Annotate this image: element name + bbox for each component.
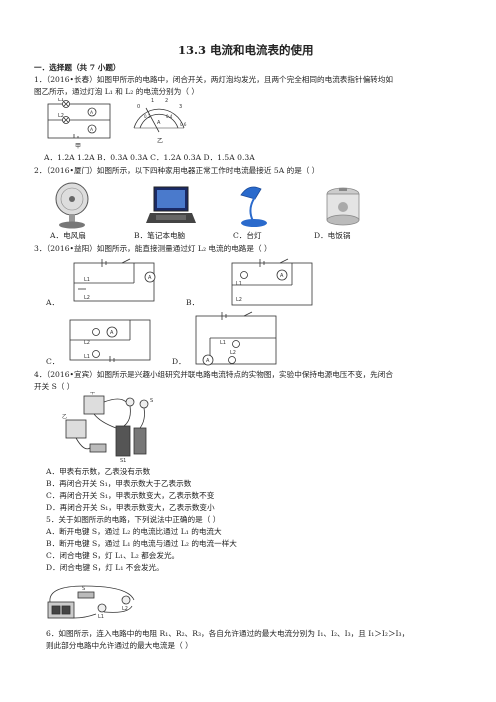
q3-label-a: A． — [46, 298, 60, 307]
q2-option-d: D．电饭锅 — [314, 231, 351, 240]
svg-text:0.6: 0.6 — [180, 122, 187, 127]
q5-option-b: B．断开电键 S，通过 L₁ 的电流与通过 L₂ 的电流一样大 — [46, 539, 237, 548]
svg-text:L2: L2 — [236, 297, 242, 303]
q4-option-a: A．甲表有示数，乙表没有示数 — [46, 467, 151, 476]
svg-text:2: 2 — [165, 98, 168, 104]
svg-text:甲: 甲 — [90, 392, 95, 396]
svg-text:1: 1 — [151, 98, 154, 104]
rice-cooker-image — [326, 187, 360, 226]
svg-text:L1: L1 — [84, 354, 90, 360]
page-title: 13.3 电流和电流表的使用 — [178, 43, 314, 57]
q6-stem-line1: 6．如图所示，连入电路中的电阻 R₁、R₂、R₃，各自允许通过的最大电流分别为 … — [46, 629, 410, 638]
q3-label-b: B． — [186, 298, 200, 307]
svg-text:乙: 乙 — [62, 413, 67, 420]
svg-text:0.4: 0.4 — [166, 114, 173, 119]
q4-stem-line1: 4．（2016•宜宾）如图所示是兴趣小组研究并联电路电流特点的实物图，实验中保持… — [34, 370, 393, 379]
q4-physical-circuit-diagram: 甲 乙 S S1 — [62, 392, 153, 464]
svg-text:A: A — [148, 275, 152, 281]
q3-circuit-c: A L2 L1 — [69, 319, 151, 362]
svg-text:L2: L2 — [58, 113, 64, 119]
q5-stem: 5．关于如图所示的电路，下列说法中正确的是（ ） — [46, 515, 221, 524]
q3-label-c: C． — [46, 357, 60, 366]
q3-label-d: D． — [172, 357, 186, 366]
q1-options: A．1.2A 1.2A B．0.3A 0.3A C．1.2A 0.3A D．1.… — [44, 153, 255, 162]
q3-circuit-b: A L1 L2 — [231, 258, 313, 306]
q3-circuit-a: A L1 L2 — [73, 258, 156, 302]
svg-text:L1: L1 — [84, 277, 90, 283]
svg-text:A: A — [90, 127, 94, 133]
q4-stem-line2: 开关 S（ ） — [34, 382, 75, 391]
svg-text:L1: L1 — [98, 614, 104, 620]
svg-text:A: A — [280, 273, 284, 279]
q4-option-c: C．再闭合开关 S₁，甲表示数变大，乙表示数不变 — [46, 491, 215, 500]
q3-stem: 3．（2016•益阳）如图所示，能直接测量通过灯 L₂ 电流的电路是（ ） — [34, 244, 272, 253]
svg-text:0: 0 — [137, 104, 140, 110]
q1-stem-line2: 图乙所示，通过灯泡 L₁ 和 L₂ 的电流分别为（ ） — [34, 87, 199, 96]
electric-fan-image — [55, 182, 89, 229]
svg-text:S: S — [150, 398, 153, 404]
svg-text:L1: L1 — [58, 98, 64, 103]
q1-ammeter-dial-yi: 0 1 2 3 0.2 0.4 0.6 A 乙 — [133, 98, 187, 145]
laptop-image — [146, 186, 196, 223]
q2-stem: 2．（2016•厦门）如图所示，以下四种家用电器正常工作时电流最接近 5A 的是… — [34, 166, 320, 175]
svg-text:A: A — [206, 358, 210, 364]
q4-option-d: D．再闭合开关 S₁，甲表示数变大，乙表示数变小 — [46, 503, 215, 512]
svg-text:A: A — [110, 330, 114, 336]
svg-text:L1: L1 — [236, 281, 242, 287]
q3-circuit-d: A L1 L2 — [195, 311, 277, 366]
svg-text:A: A — [157, 120, 161, 126]
q4-option-b: B．再闭合开关 S₁，甲表示数大于乙表示数 — [46, 479, 192, 488]
svg-text:L1: L1 — [220, 340, 226, 346]
svg-text:L2: L2 — [122, 606, 128, 612]
desk-lamp-image — [240, 186, 267, 227]
q5-option-a: A．断开电键 S，通过 L₂ 的电流比通过 L₁ 的电流大 — [46, 527, 222, 536]
fig-label-jia: 甲 — [75, 143, 81, 150]
svg-text:L2: L2 — [84, 340, 90, 346]
q2-option-c: C．台灯 — [233, 231, 262, 240]
q5-option-c: C．闭合电键 S，灯 L₁、L₂ 都会发光。 — [46, 551, 180, 560]
svg-text:L2: L2 — [84, 295, 90, 301]
q6-stem-line2: 则此部分电路中允许通过的最大电流是（ ） — [46, 641, 193, 650]
svg-text:A: A — [90, 110, 94, 116]
q5-option-d: D．闭合电键 S，灯 L₁ 不会发光。 — [46, 563, 164, 572]
q1-circuit-diagram-jia: L1 L2 A A 甲 — [47, 98, 111, 150]
svg-text:L2: L2 — [230, 350, 236, 356]
fig-label-yi: 乙 — [157, 138, 163, 145]
q5-physical-circuit-diagram: S L1 L2 — [47, 585, 135, 620]
section-heading: 一．选择题（共 7 小题） — [34, 63, 121, 72]
q2-option-a: A．电风扇 — [50, 231, 86, 240]
svg-text:S: S — [82, 586, 85, 592]
svg-text:0.2: 0.2 — [144, 114, 151, 119]
q2-option-b: B．笔记本电脑 — [134, 231, 186, 240]
svg-text:S1: S1 — [120, 458, 126, 464]
svg-text:3: 3 — [179, 104, 182, 110]
q1-stem-line1: 1．（2016•长春）如图甲所示的电路中，闭合开关，两灯泡均发光，且两个完全相同… — [34, 75, 393, 84]
